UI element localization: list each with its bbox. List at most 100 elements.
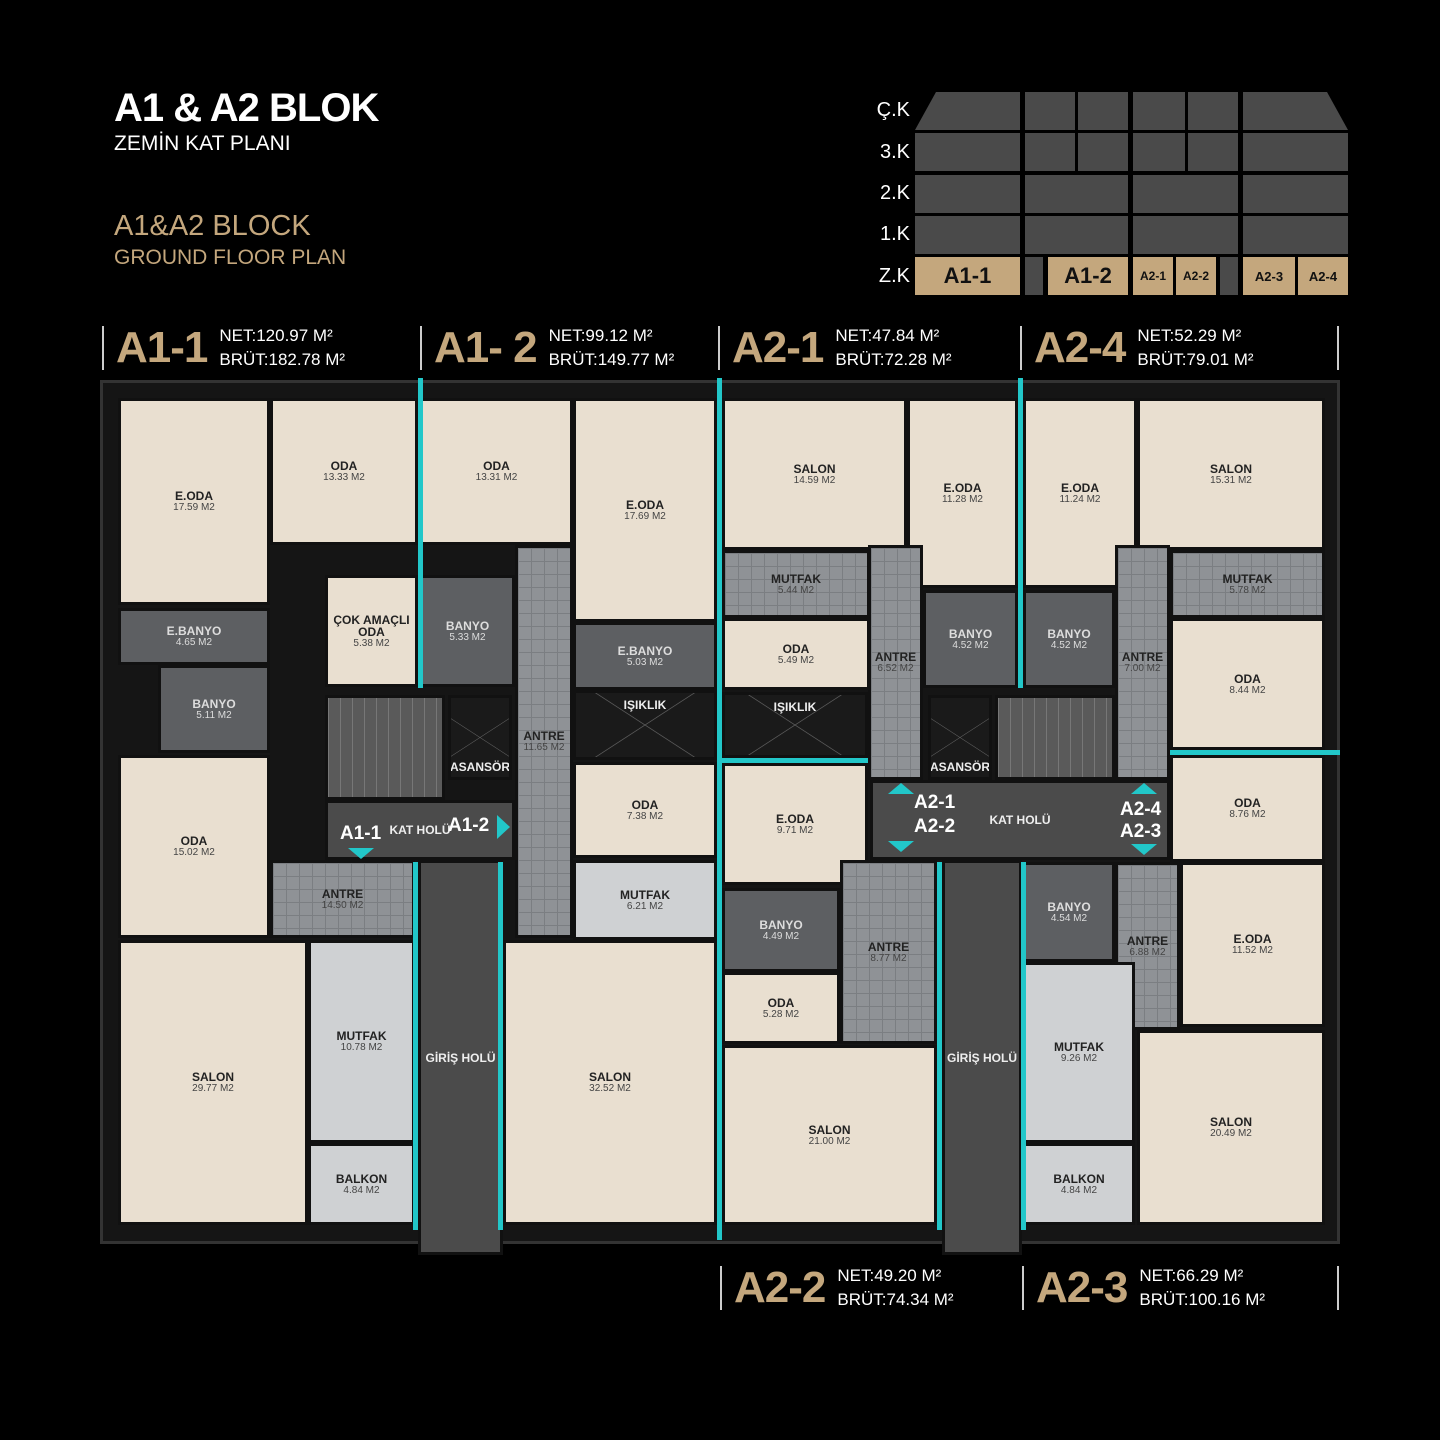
key-unit-a2-2[interactable]: A2-2	[1176, 257, 1216, 295]
room-area: 8.76 M2	[1229, 809, 1266, 820]
unit-net: NET:66.29 M²	[1139, 1266, 1244, 1285]
title-en-sub: GROUND FLOOR PLAN	[114, 246, 347, 269]
room-name: ODA	[631, 797, 659, 812]
unit-brut: BRÜT:149.77 M²	[548, 350, 675, 369]
room-name: SALON	[589, 1070, 631, 1084]
unit-divider	[722, 758, 868, 763]
room-asans-r: ASANSÖR	[448, 695, 512, 780]
key-unit-a2-4[interactable]: A2-4	[1298, 257, 1348, 295]
key-unit-a2-3[interactable]: A2-3	[1243, 257, 1295, 295]
title-en-main: A1&A2 BLOCK	[114, 210, 311, 242]
room-name: GİRİŞ HOLÜ	[946, 1050, 1017, 1065]
marker-a2-2: A2-2	[914, 816, 956, 837]
unit-divider	[1170, 750, 1340, 755]
room-stair	[325, 695, 445, 800]
room-area: 7.00 M2	[1124, 663, 1161, 674]
key-block	[1025, 175, 1128, 213]
key-unit-a2-1[interactable]: A2-1	[1133, 257, 1173, 295]
room-area: 8.44 M2	[1229, 684, 1266, 696]
unit-brut: BRÜT:74.34 M²	[837, 1290, 954, 1309]
room-name: ODA	[1234, 796, 1261, 810]
room-area: 20.49 M2	[1210, 1128, 1252, 1139]
floor-label: 1.K	[879, 223, 910, 245]
room-area: 6.52 M2	[877, 663, 914, 674]
room-area: 4.65 M2	[175, 637, 213, 648]
key-unit-a1-2[interactable]: A1-2	[1048, 257, 1128, 295]
divider	[1337, 1266, 1339, 1310]
room-area: 6.88 M2	[1129, 946, 1166, 958]
room-area: 7.38 M2	[626, 810, 664, 822]
room-area: 4.52 M2	[1050, 639, 1088, 651]
unit-net: NET:99.12 M²	[548, 326, 653, 345]
arrow-down-icon	[348, 848, 374, 859]
room-area: 5.03 M2	[626, 656, 664, 668]
room-name: ODA	[330, 459, 358, 473]
room-name: KAT HOLÜ	[989, 813, 1051, 827]
room-name: E.BANYO	[166, 624, 222, 638]
room-area: 8.77 M2	[870, 952, 907, 964]
room-name: MUTFAK	[336, 1029, 387, 1043]
room-name: E.ODA	[775, 811, 814, 826]
room-name: E.ODA	[625, 497, 664, 512]
room-name: SALON	[1210, 461, 1252, 476]
room-name: E.ODA	[943, 480, 982, 495]
room-name: SALON	[808, 1122, 851, 1137]
unit-divider	[937, 862, 942, 1230]
floor-label: 2.K	[879, 182, 910, 204]
room-area: 5.11 M2	[196, 709, 232, 721]
room-area: 9.26 M2	[1060, 1053, 1098, 1064]
room-name: ODA	[1234, 671, 1261, 686]
room-name: SALON	[192, 1070, 234, 1084]
unit-code: A2-3	[1036, 1263, 1128, 1312]
room-name: MUTFAK	[771, 571, 821, 586]
key-block	[915, 175, 1020, 213]
room-area: 4.49 M2	[762, 930, 800, 942]
arrow-up-icon	[888, 783, 914, 794]
room-area: 4.84 M2	[1060, 1184, 1098, 1196]
room-name: BANYO	[1047, 626, 1091, 641]
room-area: 4.54 M2	[1050, 912, 1088, 924]
room-area: 6.21 M2	[626, 900, 664, 912]
unit-code: A2-4	[1034, 323, 1126, 372]
key-unit-a1-1[interactable]: A1-1	[915, 257, 1020, 295]
key-block	[1025, 133, 1075, 171]
room-name: E.ODA	[174, 489, 213, 503]
unit-code: A2-1	[732, 323, 824, 372]
arrow-right-icon	[497, 815, 510, 839]
room-name: ASANSÖR	[450, 760, 511, 774]
unit-code: A1-1	[116, 323, 208, 372]
key-block	[1025, 257, 1043, 295]
unit-net: NET:49.20 M²	[837, 1266, 942, 1285]
key-block	[915, 133, 1020, 171]
room-name: E.ODA	[1060, 480, 1099, 495]
marker-a1-2: A1-2	[448, 815, 490, 836]
room-area: 5.33 M2	[449, 631, 486, 643]
room-name: BANYO	[759, 917, 803, 932]
room-name: ANTRE	[874, 650, 917, 664]
divider	[1337, 326, 1339, 370]
key-block	[1220, 257, 1238, 295]
room-stair	[995, 695, 1115, 780]
room-name: ASANSÖR	[930, 760, 991, 774]
